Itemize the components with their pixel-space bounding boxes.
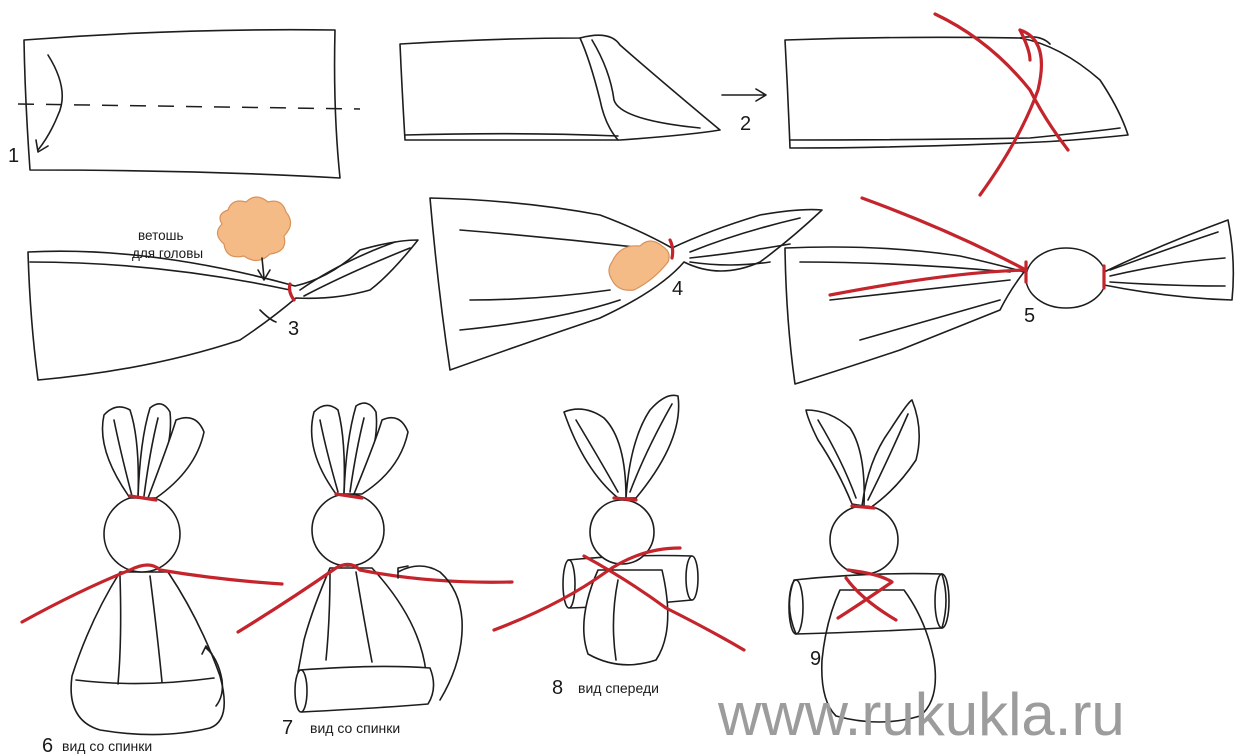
step-9-figure: 9 <box>789 400 949 722</box>
step-7-figure: 7 вид со спинки <box>238 403 512 739</box>
step-2-number: 2 <box>740 113 751 135</box>
step-9-number: 9 <box>810 648 821 670</box>
doll-head-step-6 <box>104 496 180 572</box>
step-8-caption: вид спереди <box>578 680 659 696</box>
step-7-number: 7 <box>282 717 293 739</box>
step-7-caption: вид со спинки <box>310 720 400 736</box>
site-watermark: www.rukukla.ru <box>717 681 1125 748</box>
arrow-to-step-2: 2 <box>722 89 766 135</box>
doll-head-step-9 <box>830 506 898 574</box>
step-5-figure: 5 <box>785 198 1233 384</box>
step-6-figure: 6 вид со спинки <box>22 404 282 755</box>
step-6-number: 6 <box>42 735 53 755</box>
cotton-note-line2: для головы <box>132 246 203 261</box>
step-5-number: 5 <box>1024 305 1035 327</box>
step-1-figure: 1 <box>8 30 360 178</box>
step-4-figure: 4 <box>430 198 822 370</box>
step-3-figure: ветошь для головы 3 <box>28 197 418 380</box>
doll-ear-left <box>806 410 864 506</box>
doll-head-step-5 <box>1026 248 1106 308</box>
step-1-number: 1 <box>8 145 19 167</box>
cotton-note-line1: ветошь <box>138 228 183 243</box>
step-4-number: 4 <box>672 278 683 300</box>
step-8-number: 8 <box>552 677 563 699</box>
doll-head-step-7 <box>312 494 384 566</box>
step-3-number: 3 <box>288 318 299 340</box>
rolled-arms-step-7 <box>296 666 433 712</box>
step-6-caption: вид со спинки <box>62 738 152 754</box>
step-8-figure: 8 вид спереди <box>494 395 744 699</box>
step-1b-figure <box>400 35 720 140</box>
doll-arms <box>789 574 946 634</box>
step-2-figure <box>785 14 1128 195</box>
cotton-stuffing-icon <box>217 197 290 261</box>
